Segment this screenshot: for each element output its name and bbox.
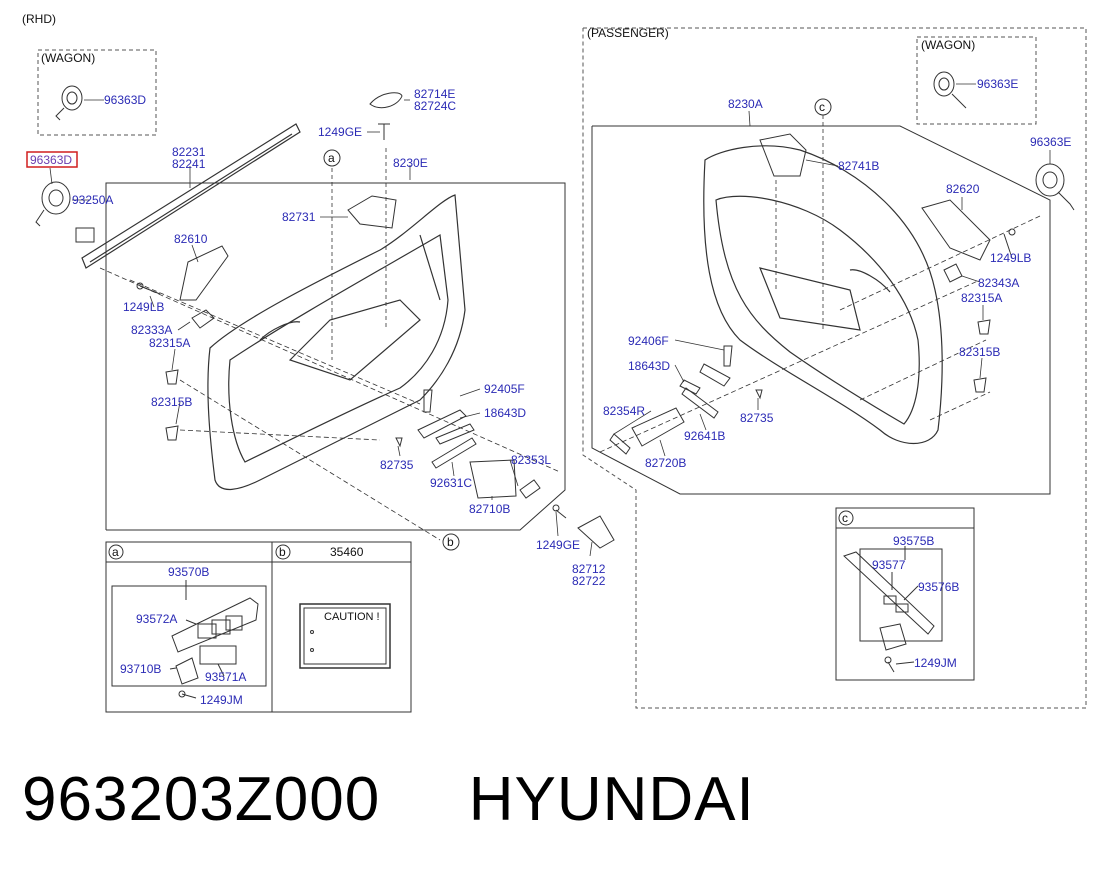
callout-b-circle bbox=[442, 533, 460, 551]
highlight-box bbox=[26, 151, 78, 168]
rhd-label: (RHD) bbox=[22, 12, 56, 26]
left-leader-lines bbox=[49, 99, 593, 557]
footer-caption: 963203Z000 HYUNDAI bbox=[22, 764, 755, 835]
left-door-frame bbox=[105, 182, 566, 531]
part-1249LB-left[interactable]: 1249LB bbox=[123, 300, 164, 314]
part-1249LB-right[interactable]: 1249LB bbox=[990, 251, 1031, 265]
part-96363E-wagon[interactable]: 96363E bbox=[977, 77, 1018, 91]
inset-c-subframe bbox=[859, 548, 943, 642]
inset-b-letter: b bbox=[279, 545, 286, 559]
part-82714E[interactable]: 82714E bbox=[414, 87, 455, 101]
left-door-trim bbox=[207, 194, 466, 490]
inset-c-switch-panel bbox=[843, 546, 935, 673]
callout-a-letter: a bbox=[328, 151, 335, 165]
inset-b-marker bbox=[275, 544, 291, 560]
part-82710B[interactable]: 82710B bbox=[469, 502, 510, 516]
right-door-frame bbox=[591, 125, 1051, 495]
caution-dot-2 bbox=[310, 648, 314, 652]
inset-a-letter: a bbox=[112, 545, 119, 559]
part-1249JM-c[interactable]: 1249JM bbox=[914, 656, 957, 670]
passenger-box bbox=[582, 27, 1087, 709]
caution-label-inner bbox=[303, 607, 387, 665]
caution-dot-1 bbox=[310, 630, 314, 634]
part-82315B-left[interactable]: 82315B bbox=[151, 395, 192, 409]
wagon-label-left: (WAGON) bbox=[41, 51, 95, 65]
part-92631C[interactable]: 92631C bbox=[430, 476, 472, 490]
part-82735-left[interactable]: 82735 bbox=[380, 458, 414, 472]
part-82724C[interactable]: 82724C bbox=[414, 99, 456, 113]
wagon-label-right: (WAGON) bbox=[921, 38, 975, 52]
part-93576B[interactable]: 93576B bbox=[918, 580, 959, 594]
part-92405F[interactable]: 92405F bbox=[484, 382, 525, 396]
part-82354R[interactable]: 82354R bbox=[603, 404, 645, 418]
right-leader-lines bbox=[599, 83, 1051, 457]
part-82231[interactable]: 82231 bbox=[172, 145, 206, 159]
part-93250A[interactable]: 93250A bbox=[72, 193, 113, 207]
right-components bbox=[609, 71, 1075, 455]
callout-a-circle bbox=[323, 149, 341, 167]
part-96363D-wagon[interactable]: 96363D bbox=[104, 93, 146, 107]
part-82315A-left[interactable]: 82315A bbox=[149, 336, 190, 350]
part-82241[interactable]: 82241 bbox=[172, 157, 206, 171]
passenger-label: (PASSENGER) bbox=[587, 26, 669, 40]
inset-a-switch-panel bbox=[169, 580, 259, 699]
wagon-box-right bbox=[916, 36, 1037, 125]
part-18643D-left[interactable]: 18643D bbox=[484, 406, 526, 420]
part-92641B[interactable]: 92641B bbox=[684, 429, 725, 443]
part-92406F[interactable]: 92406F bbox=[628, 334, 669, 348]
footer-brand: HYUNDAI bbox=[468, 765, 755, 834]
part-93571A[interactable]: 93571A bbox=[205, 670, 246, 684]
part-1249JM-a[interactable]: 1249JM bbox=[200, 693, 243, 707]
inset-a-marker bbox=[108, 544, 124, 560]
part-96363E[interactable]: 96363E bbox=[1030, 135, 1071, 149]
callout-b-letter: b bbox=[447, 535, 454, 549]
part-82731[interactable]: 82731 bbox=[282, 210, 316, 224]
part-82333A[interactable]: 82333A bbox=[131, 323, 172, 337]
inset-c-letter: c bbox=[842, 511, 848, 525]
part-82610[interactable]: 82610 bbox=[174, 232, 208, 246]
part-82712[interactable]: 82712 bbox=[572, 562, 606, 576]
part-82620[interactable]: 82620 bbox=[946, 182, 980, 196]
part-82353L[interactable]: 82353L bbox=[511, 453, 551, 467]
part-8230A[interactable]: 8230A bbox=[728, 97, 763, 111]
part-93570B[interactable]: 93570B bbox=[168, 565, 209, 579]
footer-part-number: 963203Z000 bbox=[22, 765, 381, 834]
part-82720B[interactable]: 82720B bbox=[645, 456, 686, 470]
part-82722[interactable]: 82722 bbox=[572, 574, 606, 588]
inset-b-part-label: 35460 bbox=[330, 545, 364, 559]
part-82343A[interactable]: 82343A bbox=[978, 276, 1019, 290]
part-82315B-right[interactable]: 82315B bbox=[959, 345, 1000, 359]
caution-text: CAUTION ! bbox=[324, 611, 380, 623]
part-82741B[interactable]: 82741B bbox=[838, 159, 879, 173]
part-93572A[interactable]: 93572A bbox=[136, 612, 177, 626]
part-93710B[interactable]: 93710B bbox=[120, 662, 161, 676]
inset-c-frame bbox=[835, 507, 975, 681]
left-components bbox=[35, 85, 615, 549]
right-door-trim bbox=[703, 145, 943, 444]
inset-a-subframe bbox=[111, 585, 267, 687]
part-1249GE-bottom[interactable]: 1249GE bbox=[536, 538, 580, 552]
part-93577[interactable]: 93577 bbox=[872, 558, 906, 572]
part-82735-right[interactable]: 82735 bbox=[740, 411, 774, 425]
beltline-moulding-left bbox=[81, 123, 301, 269]
caution-label-outer bbox=[299, 603, 391, 669]
part-93575B[interactable]: 93575B bbox=[893, 534, 934, 548]
part-8230E[interactable]: 8230E bbox=[393, 156, 428, 170]
wagon-box-left bbox=[37, 49, 157, 136]
part-18643D-right[interactable]: 18643D bbox=[628, 359, 670, 373]
inset-c-marker bbox=[838, 510, 854, 526]
part-96363D-highlighted[interactable]: 96363D bbox=[30, 153, 72, 167]
inset-ab-frame bbox=[105, 541, 412, 713]
callout-c-letter: c bbox=[819, 100, 825, 114]
part-1249GE-top[interactable]: 1249GE bbox=[318, 125, 362, 139]
part-82315A-right[interactable]: 82315A bbox=[961, 291, 1002, 305]
